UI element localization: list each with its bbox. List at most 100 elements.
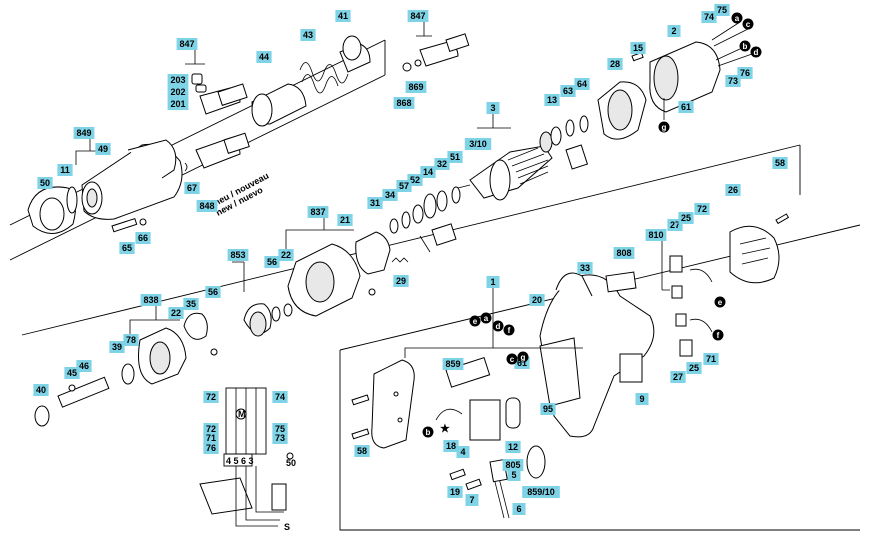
part-label-58b: 58 — [354, 445, 370, 457]
svg-text:64: 64 — [577, 79, 587, 89]
wire-marker-mf1: f — [503, 324, 515, 336]
armature-3 — [469, 145, 553, 199]
part-label-71: 71 — [703, 353, 719, 365]
svg-text:4: 4 — [460, 447, 465, 457]
part-label-202: 202 — [167, 86, 189, 98]
wire-marker-mb: b — [739, 40, 751, 52]
leader-lines — [75, 22, 670, 358]
svg-text:58: 58 — [357, 446, 367, 456]
svg-text:2: 2 — [671, 26, 676, 36]
part-label-63: 63 — [560, 85, 576, 97]
svg-text:5: 5 — [511, 470, 516, 480]
svg-text:853: 853 — [230, 250, 245, 260]
part-label-61a: 61 — [678, 101, 694, 113]
svg-text:25: 25 — [689, 363, 699, 373]
part-label-9: 9 — [635, 393, 649, 405]
wire-marker-me1: e — [469, 315, 481, 327]
part-label-7: 7 — [465, 494, 479, 506]
screw-65 — [111, 217, 138, 233]
svg-text:a: a — [484, 314, 489, 323]
part-label-15: 15 — [630, 42, 646, 54]
svg-text:39: 39 — [112, 342, 122, 352]
part-label-73b: 73 — [272, 432, 288, 444]
svg-text:45: 45 — [67, 368, 77, 378]
part-label-3: 3 — [486, 102, 500, 114]
svg-text:67: 67 — [187, 183, 197, 193]
svg-text:35: 35 — [186, 299, 196, 309]
part-label-75a: 75 — [714, 4, 730, 16]
part-label-25b: 25 — [686, 362, 702, 374]
part-label-805: 805 — [502, 459, 524, 471]
wire-marker-mf2: f — [712, 329, 724, 341]
part-label-74a: 74 — [701, 11, 717, 23]
svg-text:e: e — [718, 298, 723, 307]
part-label-13: 13 — [544, 94, 560, 106]
part-label-46: 46 — [76, 360, 92, 372]
svg-text:1: 1 — [490, 277, 495, 287]
part-label-5: 5 — [507, 469, 521, 481]
svg-text:49: 49 — [98, 144, 108, 154]
wire-marker-md2: d — [492, 320, 504, 332]
svg-text:50: 50 — [40, 178, 50, 188]
svg-text:43: 43 — [303, 30, 313, 40]
svg-text:g: g — [662, 123, 667, 132]
svg-text:63: 63 — [563, 86, 573, 96]
switch-859 — [445, 357, 491, 388]
svg-text:869: 869 — [408, 82, 423, 92]
svg-text:27: 27 — [673, 372, 683, 382]
part-label-18: 18 — [443, 440, 459, 452]
svg-text:61: 61 — [681, 102, 691, 112]
svg-text:201: 201 — [170, 99, 185, 109]
svg-text:f: f — [717, 331, 720, 340]
svg-text:46: 46 — [79, 361, 89, 371]
svg-text:808: 808 — [616, 248, 631, 258]
star-mark: ★ — [440, 423, 450, 435]
part-label-66: 66 — [135, 232, 151, 244]
part-label-31: 31 — [367, 197, 383, 209]
part-label-27b: 27 — [670, 371, 686, 383]
wire-marker-md: d — [750, 46, 762, 58]
part-label-11: 11 — [57, 164, 73, 176]
spring-43 — [299, 62, 349, 94]
o-ring-11 — [66, 186, 78, 214]
svg-text:9: 9 — [639, 394, 644, 404]
svg-text:f: f — [508, 326, 511, 335]
part-label-67: 67 — [184, 182, 200, 194]
ring-40 — [34, 405, 50, 427]
part-label-859: 859 — [442, 358, 464, 370]
handle-group — [351, 213, 790, 519]
wire-marker-me2: e — [714, 296, 726, 308]
svg-text:a: a — [735, 14, 740, 23]
svg-text:75: 75 — [275, 424, 285, 434]
bearing-39 — [121, 363, 135, 385]
svg-text:72: 72 — [206, 392, 216, 402]
part-label-29: 29 — [393, 275, 409, 287]
panel-frames — [9, 39, 861, 531]
schematic-s: S — [284, 522, 290, 532]
part-label-73a: 73 — [725, 75, 741, 87]
svg-text:6: 6 — [516, 504, 521, 514]
svg-text:65: 65 — [122, 243, 132, 253]
armature-group — [355, 21, 753, 275]
hammer-group — [184, 33, 470, 172]
handle-cover — [371, 359, 415, 449]
wire-marker-mc2: c — [506, 353, 518, 365]
part-label-847b: 847 — [407, 10, 429, 22]
svg-text:95: 95 — [543, 404, 553, 414]
wire-marker-ma: a — [731, 12, 743, 24]
svg-text:14: 14 — [423, 167, 433, 177]
svg-text:21: 21 — [340, 215, 350, 225]
svg-text:c: c — [746, 20, 751, 29]
switch-block — [469, 399, 501, 441]
part-label-2: 2 — [667, 25, 681, 37]
part-label-78: 78 — [123, 334, 139, 346]
part-label-859_10: 859/10 — [522, 486, 560, 498]
part-label-65: 65 — [119, 242, 135, 254]
part-label-1: 1 — [486, 276, 500, 288]
part-label-849: 849 — [73, 127, 95, 139]
svg-text:c: c — [510, 355, 515, 364]
part-label-810: 810 — [645, 229, 667, 241]
svg-text:859: 859 — [445, 359, 460, 369]
svg-text:27: 27 — [670, 220, 680, 230]
